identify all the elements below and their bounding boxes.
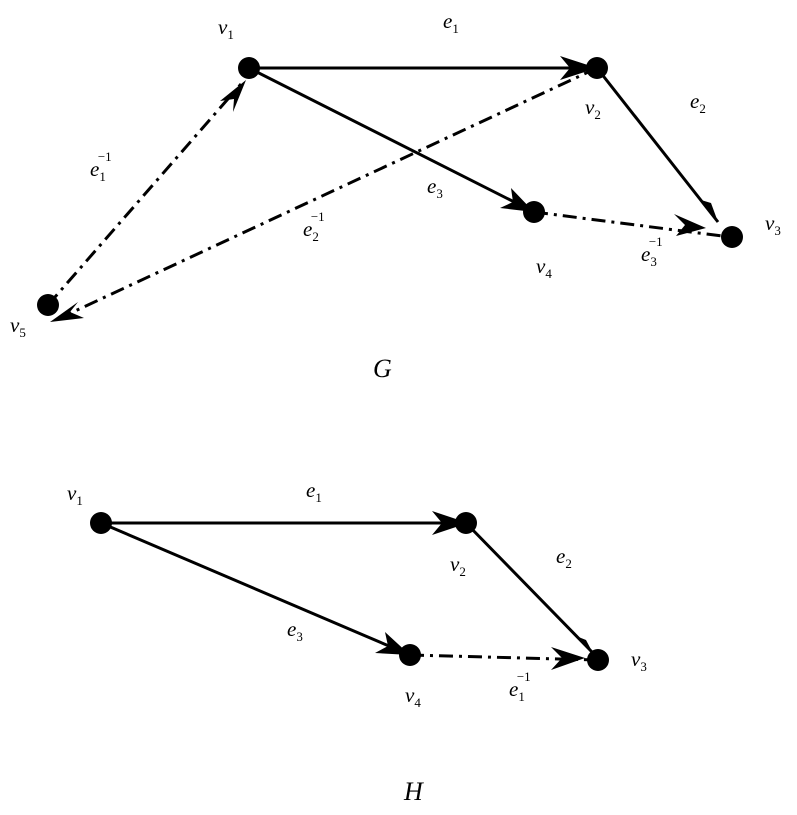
edge-e3-inverse	[533, 210, 731, 239]
edge-h-e1	[101, 511, 468, 535]
vertex-g-v1	[238, 57, 260, 79]
label-g-e2-inverse: e2−1	[303, 209, 325, 244]
vertex-h-v1	[90, 512, 112, 534]
edge-e1	[249, 56, 597, 80]
label-g-v4: v4	[536, 254, 552, 281]
vertex-g-v4	[523, 201, 545, 223]
edge-h-e3	[100, 521, 411, 657]
label-h-e3: e3	[287, 617, 303, 644]
vertex-h-v3	[587, 649, 609, 671]
edge-h-e1-inverse	[409, 647, 599, 670]
label-g-v1: v1	[218, 15, 234, 42]
vertex-h-v2	[455, 512, 477, 534]
graph-name-h: H	[403, 777, 424, 806]
graph-g: v1 v2 v3 v4 v5 e1 e2 e3 e1−1 e2−1 e3−1 G	[10, 9, 781, 383]
edge-e2-inverse	[50, 66, 598, 322]
label-g-v2: v2	[585, 95, 601, 122]
label-h-e1-inverse: e1−1	[509, 669, 531, 704]
label-h-e1: e1	[306, 478, 322, 505]
label-g-e1-inverse: e1−1	[90, 149, 112, 184]
label-h-v4: v4	[405, 683, 421, 710]
label-g-e3-inverse: e3−1	[641, 234, 663, 269]
edge-h-e2	[464, 521, 594, 655]
label-h-v2: v2	[450, 552, 466, 579]
label-g-v5: v5	[10, 313, 26, 340]
vertex-g-v3	[721, 226, 743, 248]
edge-e3	[248, 66, 535, 214]
vertex-h-v4	[399, 644, 421, 666]
graph-h: v1 v2 v3 v4 e1 e2 e3 e1−1 H	[67, 478, 647, 806]
label-g-e2: e2	[690, 89, 706, 116]
label-g-e3: e3	[427, 174, 443, 201]
label-g-v3: v3	[765, 211, 781, 238]
label-g-e1: e1	[443, 9, 459, 36]
label-h-e2: e2	[556, 544, 572, 571]
vertex-g-v2	[586, 57, 608, 79]
label-h-v3: v3	[631, 647, 647, 674]
edge-e2	[595, 67, 720, 223]
label-h-v1: v1	[67, 481, 83, 508]
edge-e1-inverse	[46, 80, 246, 306]
graph-name-g: G	[373, 354, 392, 383]
vertex-g-v5	[37, 294, 59, 316]
